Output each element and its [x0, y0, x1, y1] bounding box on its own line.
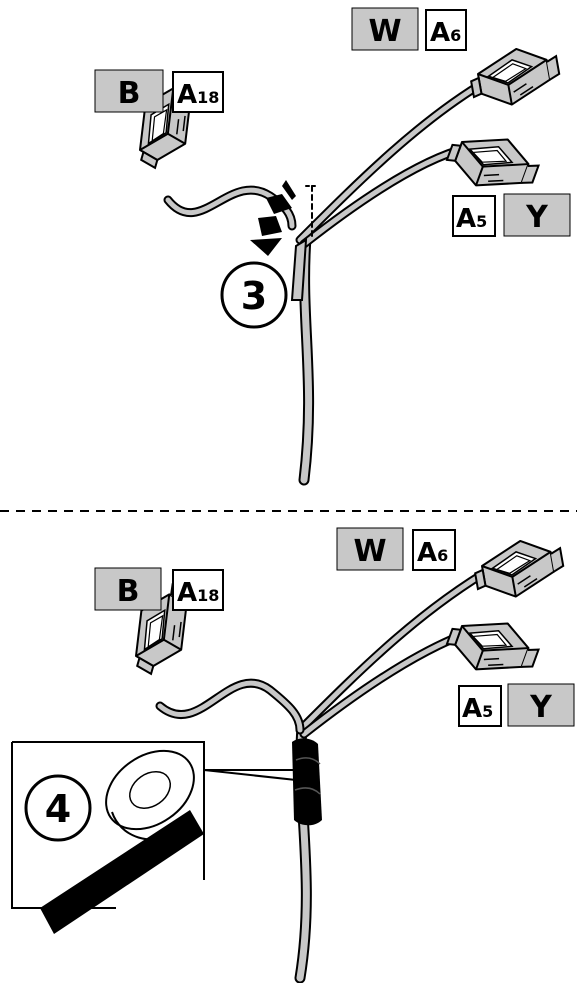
- code-a18-letter: A: [177, 80, 197, 110]
- code-a6-sub-bottom: 6: [437, 546, 448, 565]
- label-w-top: W: [351, 7, 419, 51]
- svg-text:A18: A18: [177, 80, 219, 110]
- code-a5-sub: 5: [476, 212, 487, 231]
- tape-wrap: [292, 738, 322, 826]
- code-a5-letter: A: [456, 204, 476, 234]
- label-w-bottom: W: [336, 527, 404, 571]
- code-a18-bottom: A18: [172, 569, 224, 611]
- code-a6-sub: 6: [450, 26, 461, 45]
- code-a18-letter-bottom: A: [177, 578, 197, 608]
- connector-y-bottom: [441, 605, 545, 689]
- label-b-top: B: [94, 69, 164, 113]
- code-a18-sub-bottom: 18: [197, 586, 219, 605]
- label-b-letter-bottom: B: [117, 574, 140, 609]
- tape-roll-icon: [40, 749, 204, 934]
- label-w-letter-bottom: W: [353, 534, 386, 569]
- code-a18-top: A18: [172, 71, 224, 113]
- connector-y-top: [441, 121, 545, 205]
- bottom-wire-bundle: [155, 561, 501, 983]
- top-panel: 3 B A18 W A6 A5 Y: [94, 7, 571, 486]
- code-a5-top: A5: [452, 195, 496, 237]
- step-3-number: 3: [241, 274, 267, 318]
- code-a5-sub-bottom: 5: [482, 702, 493, 721]
- label-b-letter: B: [118, 76, 141, 111]
- code-a18-sub: 18: [197, 88, 219, 107]
- label-y-letter-bottom: Y: [529, 690, 553, 725]
- label-y-bottom: Y: [507, 683, 575, 727]
- code-a5-bottom: A5: [458, 685, 502, 727]
- code-a6-top: A6: [425, 9, 467, 51]
- label-w-letter: W: [368, 14, 401, 49]
- wrap-arrow-icon: [250, 180, 296, 256]
- code-a6-letter-bottom: A: [417, 538, 437, 568]
- top-wire-bundle: [163, 75, 493, 486]
- code-a5-letter-bottom: A: [462, 694, 482, 724]
- tape-callout: 4: [11, 741, 297, 934]
- svg-text:A6: A6: [430, 18, 461, 48]
- svg-text:A5: A5: [462, 694, 493, 724]
- code-a6-letter: A: [430, 18, 450, 48]
- svg-text:A18: A18: [177, 578, 219, 608]
- svg-text:A5: A5: [456, 204, 487, 234]
- label-y-letter: Y: [525, 200, 549, 235]
- label-y-top: Y: [503, 193, 571, 237]
- step-4-number: 4: [45, 787, 71, 831]
- connector-w-bottom: [469, 533, 569, 604]
- bottom-panel: 4 B A18 W A6: [11, 527, 575, 983]
- step-3-badge: 3: [220, 261, 288, 329]
- connector-w-top: [465, 41, 565, 112]
- code-a6-bottom: A6: [412, 529, 456, 571]
- svg-text:A6: A6: [417, 538, 448, 568]
- label-b-bottom: B: [94, 567, 162, 611]
